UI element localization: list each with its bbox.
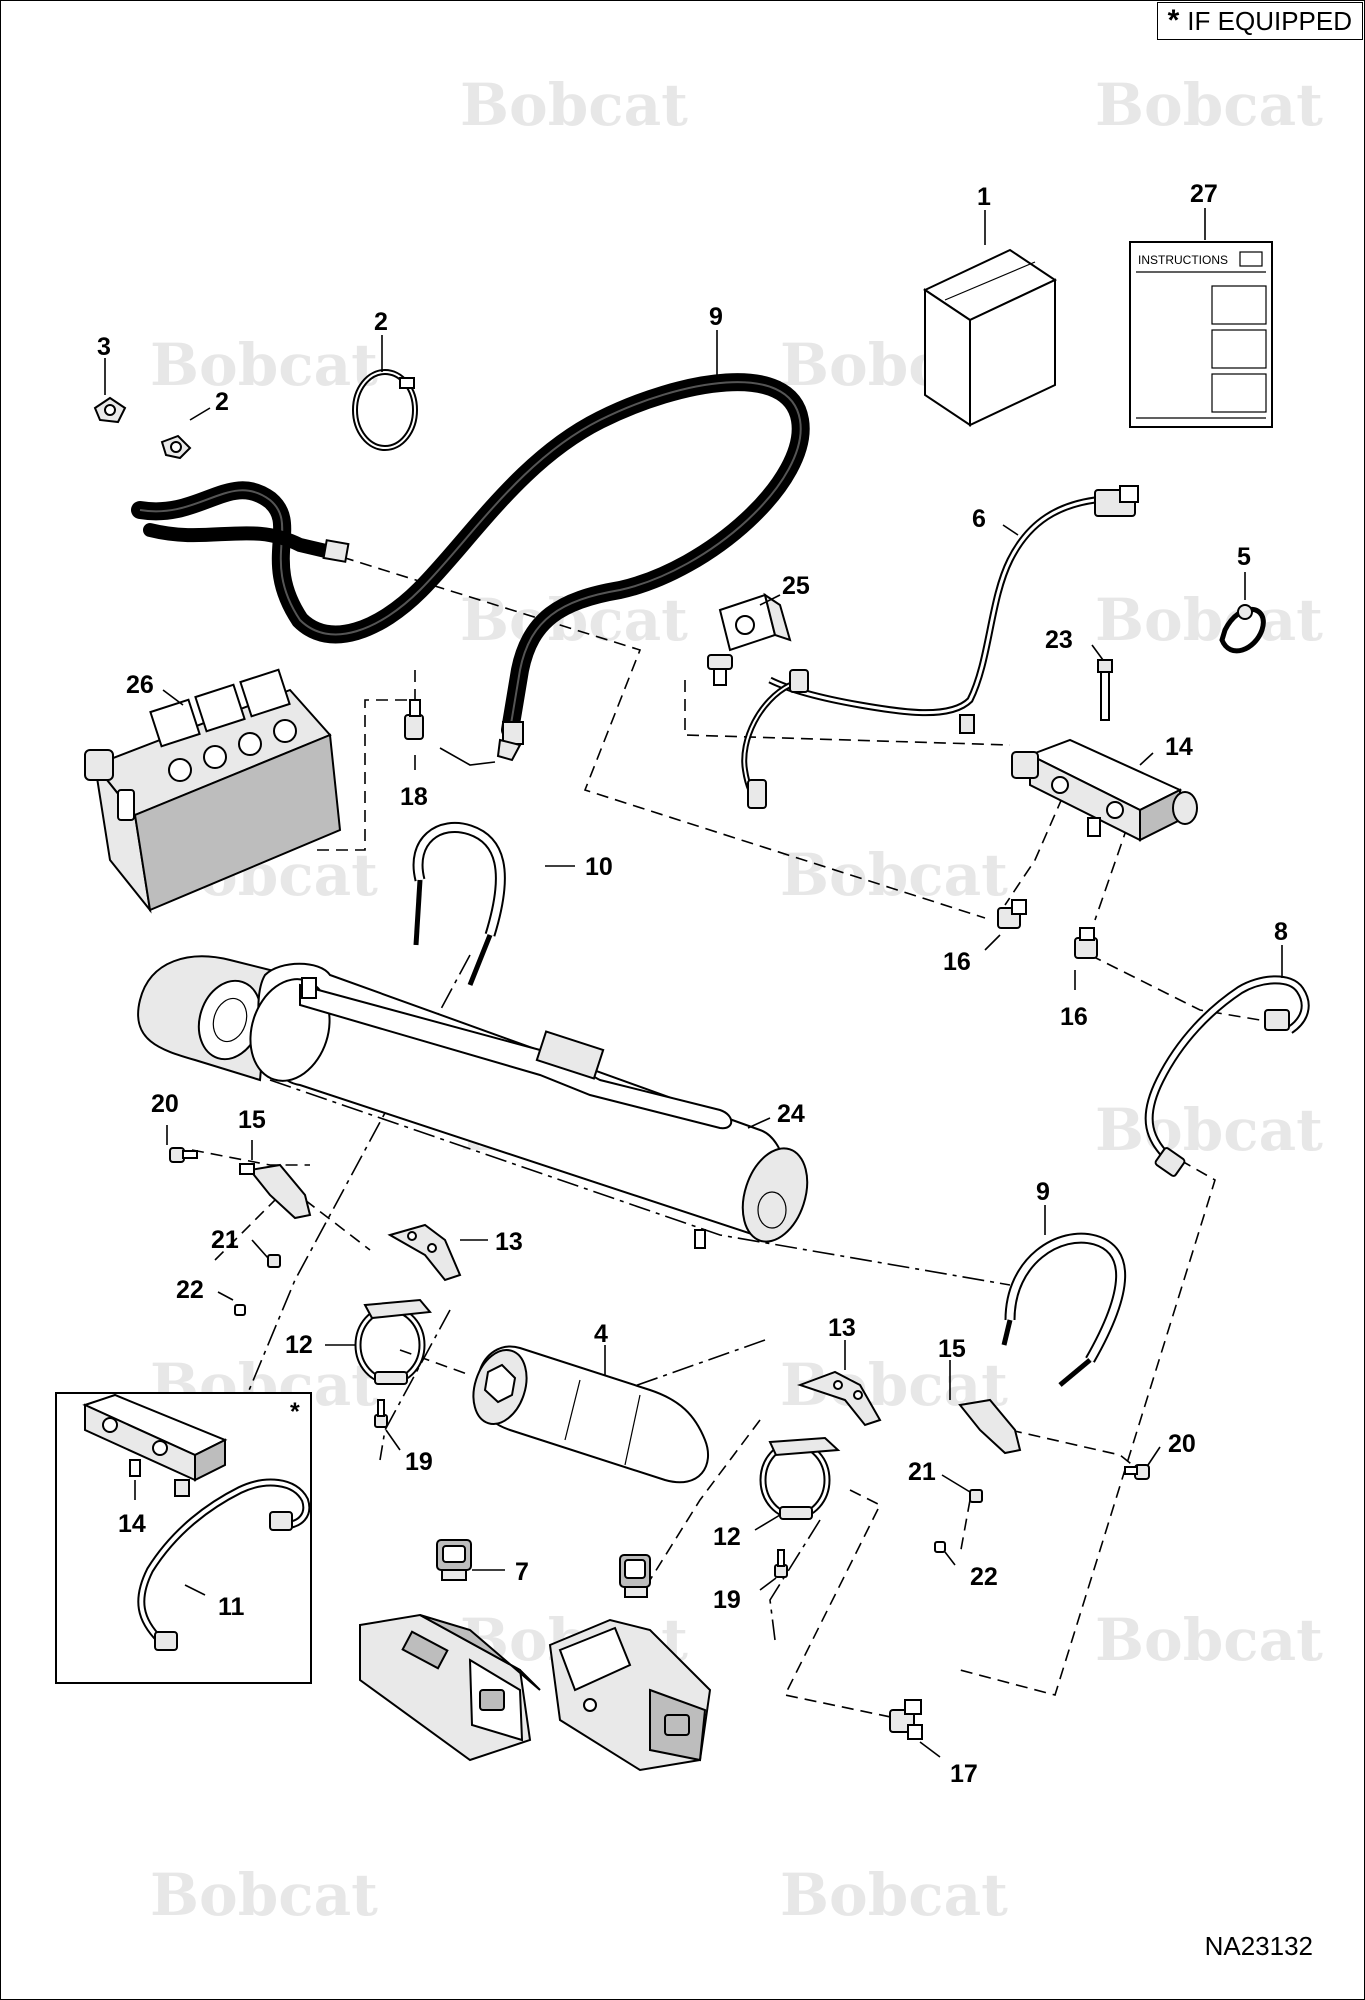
callout-8: 8 [1274, 918, 1288, 946]
watermark: Bobcat [780, 1861, 1008, 1929]
part-5-clip [1219, 604, 1266, 654]
callout-2: 2 [374, 308, 388, 336]
callout-14: 14 [118, 1510, 146, 1538]
instructions-label: INSTRUCTIONS [1138, 253, 1228, 267]
part-24-hydraulic-cylinder [137, 955, 809, 1249]
part-16-fitting-a [997, 899, 1027, 929]
callout-1: 1 [977, 183, 991, 211]
part-19-bolt-a [374, 1399, 388, 1428]
part-14-valve-block [1011, 738, 1198, 842]
inset-marker: * [290, 1398, 300, 1426]
callout-15: 15 [238, 1106, 266, 1134]
callout-12: 12 [713, 1523, 741, 1551]
callout-10: 10 [585, 853, 613, 881]
callout-11: 11 [218, 1593, 245, 1621]
part-25-solenoid [707, 592, 792, 686]
drawing-number: NA23132 [1204, 1931, 1313, 1961]
callout-24: 24 [777, 1100, 805, 1128]
part-22-washer-b [934, 1541, 946, 1553]
asterisk-icon: * [1167, 4, 1180, 37]
part-12-clamp-a [354, 1298, 432, 1385]
part-13-bracket-a [387, 1223, 462, 1282]
part-9-strap [1001, 1232, 1127, 1387]
callout-2: 2 [215, 388, 229, 416]
part-13-bracket-b [796, 1370, 882, 1427]
part-10-strap [412, 821, 506, 986]
part-20-bolt-a [169, 1147, 198, 1163]
callout-27: 27 [1190, 180, 1218, 208]
part-18-fitting [404, 699, 496, 766]
callout-4: 4 [594, 1320, 608, 1348]
callout-20: 20 [1168, 1430, 1196, 1458]
watermark: Bobcat [150, 331, 378, 399]
callout-13: 13 [828, 1314, 856, 1342]
part-15-bracket-b [958, 1398, 1022, 1455]
callouts: 1 27 2 3 2 9 25 6 5 23 26 14 18 10 16 16… [97, 180, 1288, 1788]
part-2-clamp-small [160, 434, 192, 460]
part-27-instructions-sheet: INSTRUCTIONS [1129, 241, 1273, 428]
part-9-hydraulic-hose [131, 373, 810, 762]
if-equipped-inset: * [55, 1392, 312, 1684]
callout-22: 22 [176, 1276, 204, 1304]
callout-9: 9 [1036, 1178, 1050, 1206]
part-1-box [922, 248, 1058, 427]
callout-15: 15 [938, 1335, 966, 1363]
part-7-switch-b [619, 1554, 651, 1598]
legend-text: IF EQUIPPED [1187, 5, 1352, 36]
watermark: Bobcat [1095, 71, 1323, 139]
callout-26: 26 [126, 671, 154, 699]
part-20-bolt-b [1124, 1464, 1150, 1480]
callout-19: 19 [713, 1586, 741, 1614]
part-22-washer-a [234, 1304, 246, 1316]
watermark: Bobcat [1095, 1096, 1323, 1164]
callout-16: 16 [1060, 1003, 1088, 1031]
watermark: Bobcat [1095, 1606, 1323, 1674]
callout-14: 14 [1165, 733, 1193, 761]
callout-13: 13 [495, 1228, 523, 1256]
part-3-clip [93, 396, 127, 424]
callout-21: 21 [211, 1226, 239, 1254]
part-8-steel-tube [1144, 975, 1310, 1177]
part-26-control-valve [84, 668, 342, 914]
callout-19: 19 [405, 1448, 433, 1476]
if-equipped-legend: * IF EQUIPPED [1156, 2, 1363, 40]
callout-25: 25 [782, 572, 810, 600]
callout-23: 23 [1045, 626, 1073, 654]
part-15-bracket-a [239, 1163, 312, 1220]
leader-lines [104, 208, 1283, 1758]
watermark: Bobcat [150, 1861, 378, 1929]
watermark: Bobcat [780, 841, 1008, 909]
watermark: Bobcat [1095, 586, 1323, 654]
part-6-wire-harness [741, 485, 1139, 809]
callout-22: 22 [970, 1563, 998, 1591]
part-21-nut-a [267, 1254, 281, 1268]
switch-panel-right [548, 1618, 712, 1772]
callout-3: 3 [97, 333, 111, 361]
switch-panel-left [359, 1613, 541, 1762]
callout-5: 5 [1237, 543, 1251, 571]
watermark: Bobcat [460, 71, 688, 139]
callout-21: 21 [908, 1458, 936, 1486]
part-21-nut-b [969, 1489, 983, 1503]
callout-7: 7 [515, 1558, 529, 1586]
part-12-clamp-b [759, 1436, 841, 1520]
part-16-fitting-b [1074, 927, 1098, 959]
callout-6: 6 [972, 505, 986, 533]
part-7-switch-a [436, 1539, 472, 1581]
part-2-tie-strap [352, 369, 418, 451]
part-19-bolt-b [774, 1549, 788, 1578]
callout-9: 9 [709, 303, 723, 331]
callout-18: 18 [400, 783, 428, 811]
callout-12: 12 [285, 1331, 313, 1359]
callout-17: 17 [950, 1760, 978, 1788]
part-17-elbow-fitting [889, 1699, 923, 1740]
part-4-accumulator [472, 1345, 710, 1484]
part-23-bolt [1097, 659, 1113, 721]
callout-20: 20 [151, 1090, 179, 1118]
callout-16: 16 [943, 948, 971, 976]
